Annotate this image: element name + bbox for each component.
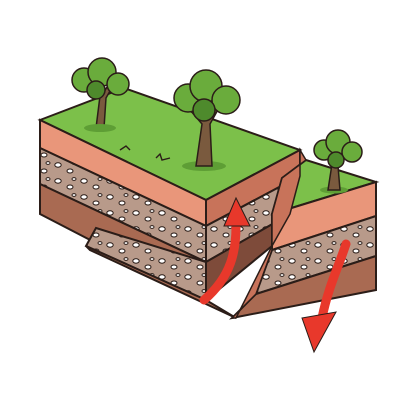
tree-right-block xyxy=(313,129,363,194)
tree-canopy xyxy=(192,98,216,122)
grass-crack-2 xyxy=(155,152,171,161)
tree-canopy xyxy=(86,80,106,100)
tree-left-back xyxy=(71,57,130,132)
tree-canopy xyxy=(211,85,241,115)
uplift-arrow-shaft xyxy=(199,221,241,305)
uplift-arrow xyxy=(199,196,251,305)
subsidence-arrow xyxy=(301,239,351,354)
tree-center xyxy=(173,69,241,171)
fault-plane xyxy=(230,147,307,319)
grass-crack-1 xyxy=(119,145,131,151)
tree-canopy xyxy=(341,141,363,163)
uplift-arrow-head xyxy=(223,196,251,227)
subsidence-arrow-head xyxy=(301,311,337,354)
tree-canopy xyxy=(106,72,130,96)
tree-canopy xyxy=(327,151,345,169)
subsidence-arrow-shaft xyxy=(317,239,351,323)
tree-shadow xyxy=(84,124,116,132)
